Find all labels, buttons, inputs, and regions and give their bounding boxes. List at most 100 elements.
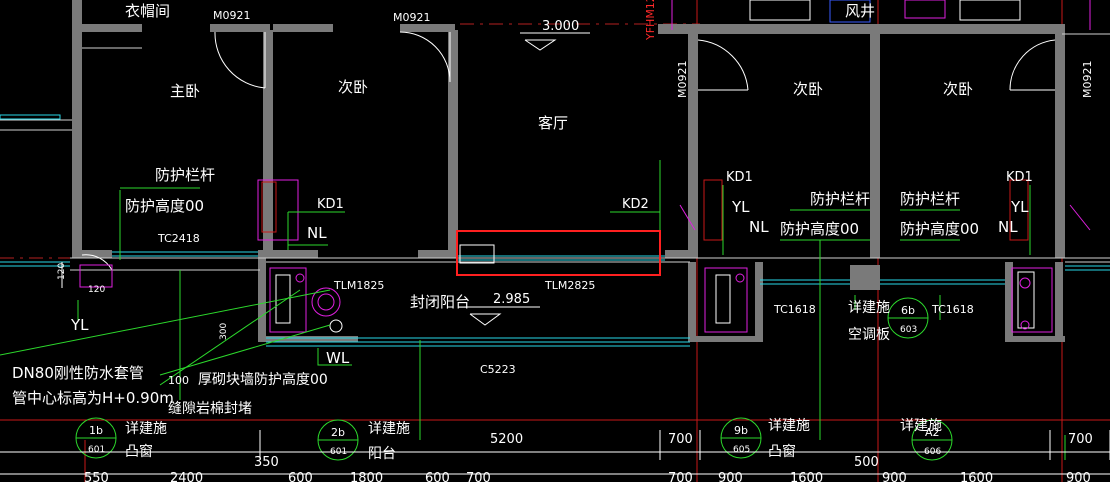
detail-1b-id: 1b xyxy=(89,424,103,437)
label-see-arch-2: 详建施 xyxy=(368,421,410,437)
room-wardrobe: 衣帽间 xyxy=(125,2,170,20)
dim-500: 500 xyxy=(854,455,879,470)
detail-marks xyxy=(75,297,953,461)
label-see-arch-1: 详建施 xyxy=(125,421,167,437)
detail-2b-sheet: 601 xyxy=(330,447,347,457)
label-wl: WL xyxy=(326,349,350,367)
label-see-arch-3: 详建施 xyxy=(768,418,810,434)
window-tc2418: TC2418 xyxy=(157,232,200,245)
room-closed-balcony: 封闭阳台 xyxy=(410,293,470,311)
room-second-bedroom-1: 次卧 xyxy=(338,78,368,96)
dimension-lines xyxy=(0,262,1110,475)
label-bay-window-1: 凸窗 xyxy=(125,443,153,460)
label-dim-120b: 120 xyxy=(88,285,105,295)
door-tlm1825: TLM1825 xyxy=(333,279,384,292)
label-ac-see-arch: 详建施 xyxy=(848,300,890,316)
opening-labels: M0921 M0921 M0921 M0921 TLM1825 TLM2825 … xyxy=(157,9,1094,376)
dim-bottom-10: 1600 xyxy=(960,471,993,482)
label-see-arch-4: 详建施 xyxy=(900,418,942,434)
dim-bottom-8: 1600 xyxy=(790,471,823,482)
dim-bottom-11: 900 xyxy=(1066,471,1091,482)
detail-9b-id: 9b xyxy=(734,424,748,437)
label-yl-a: YL xyxy=(70,316,89,334)
label-guard-rail-3: 防护栏杆 xyxy=(900,190,960,208)
room-second-bedroom-2: 次卧 xyxy=(793,80,823,98)
label-guard-height-2: 防护高度00 xyxy=(780,220,859,238)
dim-bottom-4: 600 xyxy=(425,471,450,482)
door-m0921-a: M0921 xyxy=(213,9,251,22)
room-second-bedroom-3: 次卧 xyxy=(943,80,973,98)
detail-6b-sheet: 603 xyxy=(900,325,917,335)
detail-a2-id: A2 xyxy=(925,426,940,439)
label-yl-c: YL xyxy=(1010,198,1029,216)
label-wall-note: 厚砌块墙防护高度00 xyxy=(198,371,328,388)
detail-2b-id: 2b xyxy=(331,426,345,439)
dim-5200: 5200 xyxy=(490,432,523,447)
label-balcony: 阳台 xyxy=(368,446,396,462)
elevation-marks xyxy=(465,32,590,326)
window-tc1618-b: TC1618 xyxy=(931,303,974,316)
window-c5223: C5223 xyxy=(480,363,516,376)
label-yl-b: YL xyxy=(731,198,750,216)
room-master-bedroom: 主卧 xyxy=(170,82,200,100)
annotation-labels: YFHM12 KD1 KD1 KD1 KD2 NL NL NL YL YL YL… xyxy=(12,0,1033,462)
room-labels: 衣帽间 主卧 次卧 客厅 次卧 次卧 封闭阳台 风井 xyxy=(125,2,973,311)
window-tc1618-a: TC1618 xyxy=(773,303,816,316)
label-kd1-b: KD1 xyxy=(726,170,753,185)
room-wind-shaft: 风井 xyxy=(845,2,875,20)
dimension-labels: 5200 700 700 350 500 550 2400 600 1800 6… xyxy=(84,432,1093,482)
door-m0921-c: M0921 xyxy=(676,61,689,99)
label-guard-height-1: 防护高度00 xyxy=(125,197,204,215)
highlight-box xyxy=(456,230,661,276)
label-guard-height-3: 防护高度00 xyxy=(900,220,979,238)
room-living: 客厅 xyxy=(538,114,568,132)
detail-1b-sheet: 601 xyxy=(88,445,105,455)
label-dim-120: 120 xyxy=(57,263,67,280)
door-m0921-d: M0921 xyxy=(1081,61,1094,99)
windows xyxy=(0,114,1110,347)
dim-bottom-3: 1800 xyxy=(350,471,383,482)
top-details xyxy=(671,0,1091,30)
label-guard-rail-1: 防护栏杆 xyxy=(155,166,215,184)
room-outlines xyxy=(0,33,1110,271)
kd2-mark xyxy=(459,244,495,264)
label-pipe-note-2: 管中心标高为H+0.90m xyxy=(12,389,174,407)
door-swings xyxy=(81,31,1056,271)
label-pipe-note-1: DN80刚性防水套管 xyxy=(12,364,144,382)
label-kd1-a: KD1 xyxy=(317,197,344,212)
door-tlm2825: TLM2825 xyxy=(544,279,595,292)
label-bay-window-2: 凸窗 xyxy=(768,443,796,460)
label-wall-thick: 100 xyxy=(168,374,189,387)
leader-lines xyxy=(0,160,1066,460)
label-guard-rail-2: 防护栏杆 xyxy=(810,190,870,208)
label-yfhm: YFHM12 xyxy=(644,0,657,41)
dim-350: 350 xyxy=(254,455,279,470)
dim-bottom-7: 900 xyxy=(718,471,743,482)
dim-700-b: 700 xyxy=(1068,432,1093,447)
walls xyxy=(72,0,1065,342)
elevation-3000: 3.000 xyxy=(542,19,579,34)
label-nl-b: NL xyxy=(749,218,769,236)
label-kd2: KD2 xyxy=(622,197,649,212)
pipe-shafts xyxy=(79,179,1091,333)
door-m0921-b: M0921 xyxy=(393,11,431,24)
dim-bottom-6: 700 xyxy=(668,471,693,482)
label-dim-300: 300 xyxy=(219,323,229,340)
detail-9b-sheet: 605 xyxy=(733,445,750,455)
detail-mark-labels: 1b 601 2b 601 9b 605 A2 606 6b 603 xyxy=(88,304,941,457)
label-seal-note: 缝隙岩棉封堵 xyxy=(168,400,252,417)
label-ac-board: 空调板 xyxy=(848,327,890,343)
dim-bottom-9: 900 xyxy=(882,471,907,482)
label-nl-a: NL xyxy=(307,224,327,242)
dim-bottom-1: 2400 xyxy=(170,471,203,482)
detail-a2-sheet: 606 xyxy=(924,447,941,457)
label-nl-c: NL xyxy=(998,218,1018,236)
elevation-2985: 2.985 xyxy=(493,292,530,307)
dim-bottom-2: 600 xyxy=(288,471,313,482)
dim-bottom-5: 700 xyxy=(466,471,491,482)
label-kd1-c: KD1 xyxy=(1006,170,1033,185)
dim-700-a: 700 xyxy=(668,432,693,447)
dim-bottom-0: 550 xyxy=(84,471,109,482)
detail-6b-id: 6b xyxy=(901,304,915,317)
